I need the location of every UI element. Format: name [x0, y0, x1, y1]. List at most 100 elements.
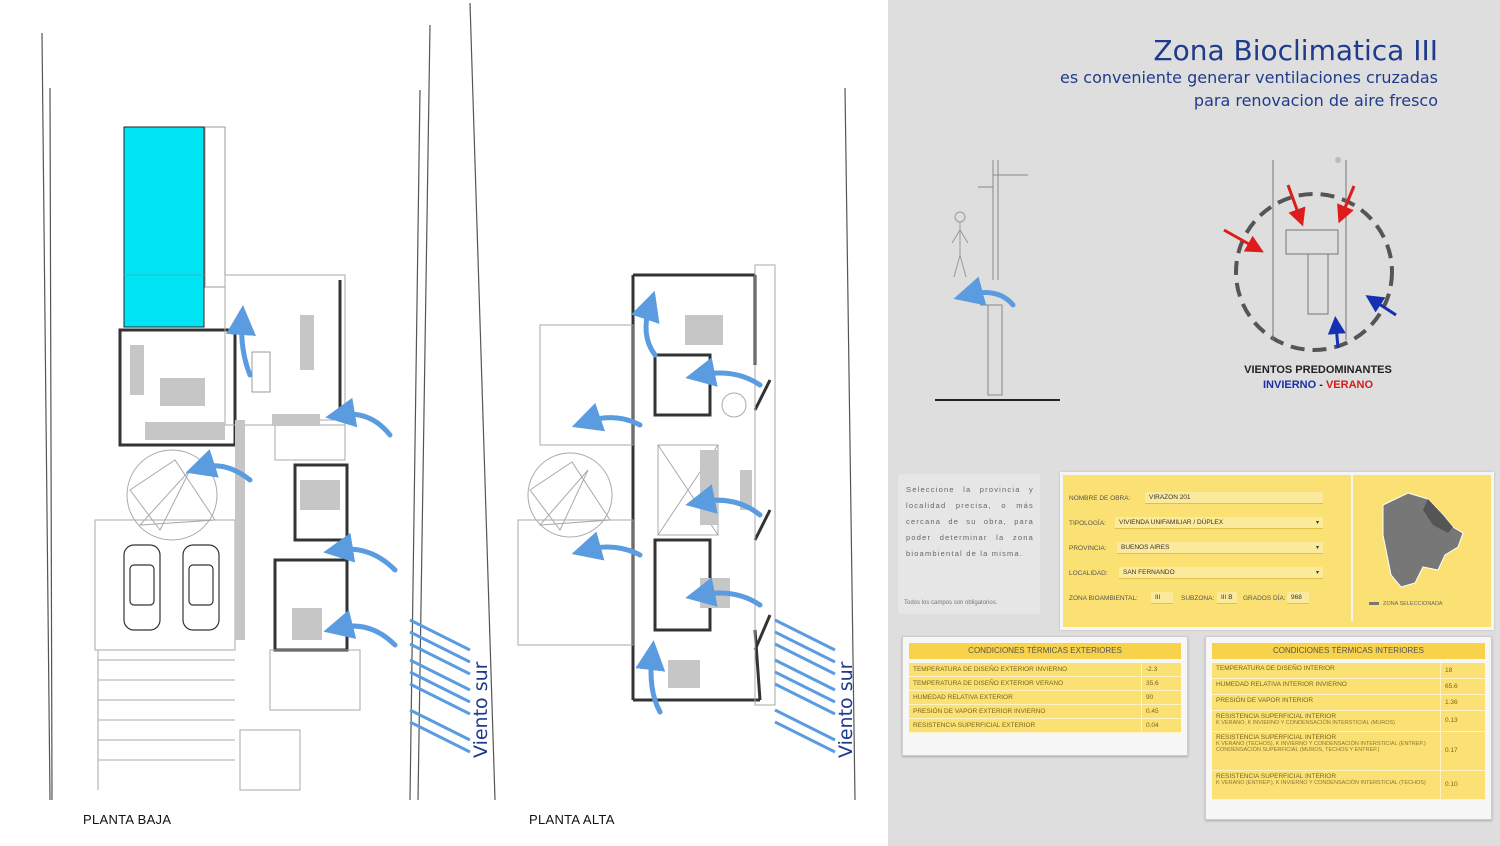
instructions-text: Seleccione la provincia y localidad prec… — [906, 485, 1034, 558]
row-label: RESISTENCIA SUPERFICIAL INTERIOR — [1216, 713, 1337, 720]
table-row: PRESIÓN DE VAPOR EXTERIOR INVIERNO 0.45 — [909, 705, 1181, 719]
zona-field[interactable]: III — [1151, 592, 1173, 604]
row-value: 0.45 — [1141, 705, 1181, 718]
row-label-cell: TEMPERATURA DE DISEÑO INTERIOR — [1212, 663, 1440, 678]
south-wind-label-upper: Viento sur — [835, 661, 857, 758]
row-value: 0.04 — [1141, 719, 1181, 732]
provincia-select[interactable]: BUENOS AIRES ▾ — [1117, 542, 1323, 554]
row-sublabel: K VERANO, K INVIERNO Y CONDENSACIÓN INTE… — [1216, 720, 1395, 726]
row-value: 65.6 — [1440, 679, 1485, 694]
winter-label: INVIERNO — [1262, 379, 1317, 391]
summer-label: VERANO — [1325, 379, 1374, 391]
subzona-field[interactable]: III B — [1217, 592, 1237, 604]
map-legend-label: ZONA SELECCIONADA — [1383, 601, 1443, 607]
south-wind-label-ground: Viento sur — [470, 661, 492, 758]
obra-label: NOMBRE DE OBRA: — [1069, 494, 1131, 502]
airflow-arrows — [185, 290, 763, 715]
provincia-label: PROVINCIA: — [1069, 544, 1107, 552]
ground-floor-walls — [118, 280, 349, 652]
zone-subtitle-line2: para renovacion de aire fresco — [1193, 91, 1438, 110]
lot-lines-ground — [41, 24, 431, 801]
row-label: RESISTENCIA SUPERFICIAL INTERIOR — [1216, 773, 1337, 780]
tipologia-value: VIVIENDA UNIFAMILIAR / DÚPLEX — [1119, 519, 1224, 526]
row-label: RESISTENCIA SUPERFICIAL EXTERIOR — [913, 722, 1036, 729]
row-label: PRESIÓN DE VAPOR EXTERIOR INVIERNO — [913, 708, 1046, 715]
instructions-box: Seleccione la provincia y localidad prec… — [898, 474, 1040, 614]
prevailing-winds-seasons: INVIERNO - VERANO — [1228, 379, 1408, 391]
chevron-down-icon: ▾ — [1315, 520, 1319, 526]
localidad-row: LOCALIDAD: SAN FERNANDO ▾ — [1069, 566, 1323, 580]
ground-floor-label: PLANTA BAJA — [83, 812, 172, 827]
row-label: HUMEDAD RELATIVA INTERIOR INVIERNO — [1216, 681, 1347, 688]
row-value[interactable]: 18 — [1440, 663, 1485, 678]
grados-field[interactable]: 968 — [1287, 592, 1309, 604]
table-row: HUMEDAD RELATIVA EXTERIOR 90 — [909, 691, 1181, 705]
row-value: 0.17 — [1440, 732, 1485, 770]
grados-label: GRADOS DÍA: — [1243, 594, 1286, 602]
table-row: PRESIÓN DE VAPOR INTERIOR 1.36 — [1212, 695, 1485, 711]
tipologia-select[interactable]: VIVIENDA UNIFAMILIAR / DÚPLEX ▾ — [1115, 517, 1323, 529]
exterior-table-title: CONDICIONES TÉRMICAS EXTERIORES — [909, 643, 1181, 659]
row-label: TEMPERATURA DE DISEÑO INTERIOR — [1216, 665, 1335, 672]
localidad-value: SAN FERNANDO — [1123, 569, 1175, 576]
project-form: NOMBRE DE OBRA: VIRAZON 201 TIPOLOGÍA: V… — [1060, 472, 1494, 630]
tipologia-label: TIPOLOGÍA: — [1069, 519, 1106, 527]
ground-furniture — [130, 315, 340, 640]
floor-plans-drawing — [41, 2, 856, 801]
zone-subtitle-line1: es conveniente generar ventilaciones cru… — [1060, 68, 1438, 87]
row-sublabel: K VERANO (ENTREP.), K INVIERNO Y CONDENS… — [1216, 780, 1426, 786]
required-note: Todos los campos son obligatorios. — [904, 600, 998, 606]
obra-field[interactable]: VIRAZON 201 — [1145, 492, 1323, 504]
prevailing-winds-title: VIENTOS PREDOMINANTES — [1244, 364, 1392, 376]
exterior-conditions-table: CONDICIONES TÉRMICAS EXTERIORES TEMPERAT… — [902, 636, 1188, 756]
row-value: 0.10 — [1440, 771, 1485, 799]
upper-floor-label: PLANTA ALTA — [529, 812, 615, 827]
subzona-label: SUBZONA: — [1181, 594, 1215, 602]
pool — [123, 126, 205, 328]
localidad-select[interactable]: SAN FERNANDO ▾ — [1119, 567, 1323, 579]
row-label-cell: PRESIÓN DE VAPOR INTERIOR — [1212, 695, 1440, 710]
garden-pattern-ground — [126, 449, 218, 541]
provincia-value: BUENOS AIRES — [1121, 544, 1170, 551]
map-legend: ZONA SELECCIONADA — [1369, 601, 1443, 607]
lot-lines-upper — [469, 2, 856, 801]
row-value: 0.13 — [1440, 711, 1485, 731]
row-label: PRESIÓN DE VAPOR INTERIOR — [1216, 697, 1314, 704]
chevron-down-icon: ▾ — [1315, 570, 1319, 576]
wind-rose-diagram — [1223, 157, 1397, 352]
row-value: 90 — [1141, 691, 1181, 704]
chevron-down-icon: ▾ — [1315, 545, 1319, 551]
map-panel: ZONA SELECCIONADA — [1351, 475, 1490, 621]
parked-cars — [123, 544, 220, 631]
row-label-cell: HUMEDAD RELATIVA INTERIOR INVIERNO — [1212, 679, 1440, 694]
localidad-label: LOCALIDAD: — [1069, 569, 1108, 577]
row-label: RESISTENCIA SUPERFICIAL INTERIOR — [1216, 734, 1337, 741]
interior-table-title: CONDICIONES TÉRMICAS INTERIORES — [1212, 643, 1485, 659]
zone-title: Zona Bioclimatica III — [1153, 34, 1438, 67]
row-label: TEMPERATURA DE DISEÑO EXTERIOR INVIERNO — [913, 666, 1068, 673]
table-row: TEMPERATURA DE DISEÑO EXTERIOR INVIERNO -… — [909, 663, 1181, 677]
table-row: RESISTENCIA SUPERFICIAL EXTERIOR 0.04 — [909, 719, 1181, 733]
argentina-map — [1382, 492, 1464, 588]
south-wind-hatch — [409, 618, 836, 754]
table-row: TEMPERATURA DE DISEÑO INTERIOR 18 — [1212, 663, 1485, 679]
obra-row: NOMBRE DE OBRA: VIRAZON 201 — [1069, 491, 1323, 505]
interior-conditions-table: CONDICIONES TÉRMICAS INTERIORES TEMPERAT… — [1205, 636, 1492, 820]
bioclimatic-panel: Zona Bioclimatica III es conveniente gen… — [888, 0, 1500, 846]
row-value: 35.6 — [1141, 677, 1181, 690]
row-value: -2.3 — [1141, 663, 1181, 676]
tipologia-row: TIPOLOGÍA: VIVIENDA UNIFAMILIAR / DÚPLEX… — [1069, 516, 1323, 530]
row-label: HUMEDAD RELATIVA EXTERIOR — [913, 694, 1013, 701]
provincia-row: PROVINCIA: BUENOS AIRES ▾ — [1069, 541, 1323, 555]
row-value: 1.36 — [1440, 695, 1485, 710]
season-separator: - — [1316, 379, 1326, 391]
row-sublabel: K VERANO (TECHOS), K INVIERNO Y CONDENSA… — [1216, 741, 1426, 753]
floor-plans-panel: PLANTA BAJA PLANTA ALTA Viento sur Vient… — [41, 2, 857, 827]
